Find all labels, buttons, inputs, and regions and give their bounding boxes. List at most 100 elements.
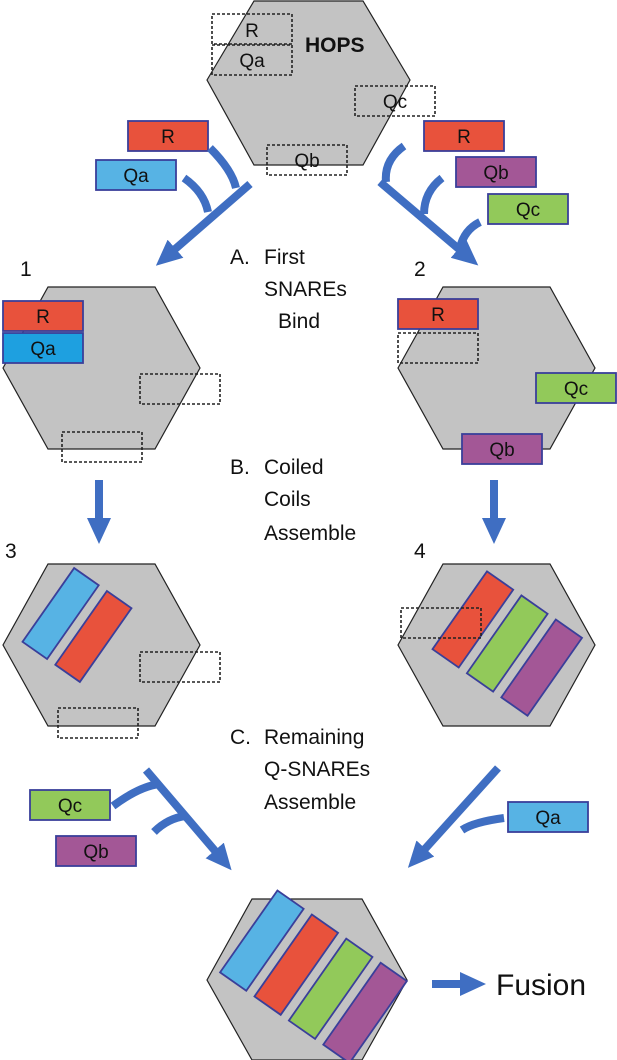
intermediate-3: 3	[2, 540, 221, 739]
stage-line: Coiled	[264, 456, 324, 479]
stage-line: First	[264, 246, 305, 269]
snare-qb-label: Qb	[83, 842, 108, 863]
empty-slot-qa	[397, 332, 479, 364]
coil-qc	[287, 937, 374, 1041]
fork-branch	[420, 174, 445, 215]
fork-branch	[181, 174, 212, 213]
intermediate-number: 2	[414, 258, 426, 281]
fusion-label: Fusion	[496, 969, 586, 1002]
hops-complex: HOPS R Qa Qc Qb	[206, 0, 436, 176]
hops-slot-qc-label: Qc	[383, 92, 407, 113]
hops-slot-qb	[266, 144, 348, 176]
fork-branch	[110, 780, 161, 810]
stage-c-label: C. Remaining Q-SNAREs Assemble	[230, 726, 370, 814]
empty-slot-qc	[139, 373, 221, 405]
snare-qa	[507, 801, 589, 833]
stage-letter: A.	[230, 246, 250, 269]
stage-a-label: A. First SNAREs Bind	[230, 246, 347, 333]
hops-slot-qc	[354, 85, 436, 117]
hops-slot-r-label: R	[245, 21, 259, 42]
snare-qb-label: Qb	[489, 440, 514, 461]
snare-qc-label: Qc	[58, 796, 82, 817]
empty-slot-qb	[57, 707, 139, 739]
arrow-shaft	[377, 178, 479, 266]
snare-qa-label: Qa	[535, 808, 561, 829]
fork-branch	[151, 812, 187, 835]
coil-r	[54, 589, 133, 684]
coiled-coil	[21, 566, 133, 684]
stage-b-label: B. Coiled Coils Assemble	[230, 456, 356, 545]
snare-qc-label: Qc	[516, 200, 540, 221]
arrow-shaft	[142, 767, 232, 871]
snare-qc	[487, 193, 569, 225]
intermediate-4: 4	[397, 540, 596, 727]
hops-slot-qa-label: Qa	[239, 51, 265, 72]
snare-qc	[535, 372, 617, 404]
snare-r-label: R	[457, 127, 471, 148]
snare-qa	[2, 332, 84, 364]
intermediate-number: 1	[20, 258, 32, 281]
snare-qc	[29, 789, 111, 821]
snare-r	[2, 300, 84, 332]
snare-qb	[455, 156, 537, 188]
stage-line: Assemble	[264, 791, 356, 814]
empty-slot-qa	[400, 607, 482, 639]
snare-qa-label: Qa	[123, 166, 149, 187]
binding-arrow-left	[155, 145, 253, 266]
snare-r	[127, 120, 209, 152]
stage-line: Q-SNAREs	[264, 758, 370, 781]
snare-qa-label: Qa	[30, 339, 56, 360]
coil-qb	[500, 618, 584, 717]
hops-hexagon	[206, 0, 411, 166]
coil-r	[431, 570, 515, 669]
intermediate-1: 1 R Qa	[2, 258, 221, 463]
assembly-arrow-left	[110, 767, 232, 871]
intermediate-2: 2 R Qc Qb	[397, 258, 617, 465]
stage-line: SNAREs	[264, 278, 347, 301]
incoming-snares-bottom-right: Qa	[507, 801, 589, 833]
snare-r-label: R	[36, 307, 50, 328]
hops-slot-qb-label: Qb	[294, 151, 319, 172]
incoming-snares-left: R Qa	[95, 120, 209, 191]
incoming-snares-right: R Qb Qc	[423, 120, 569, 225]
snare-qc-label: Qc	[564, 379, 588, 400]
arrow-shaft	[407, 765, 501, 868]
fork-branch	[459, 814, 505, 834]
empty-slot-qc	[139, 651, 221, 683]
stage-line: Coils	[264, 488, 311, 511]
snare-qb	[55, 835, 137, 867]
intermediate-number: 3	[5, 540, 17, 563]
snare-r-label: R	[161, 127, 175, 148]
snare-r	[397, 298, 479, 330]
coiled-coil	[431, 570, 584, 717]
intermediate-number: 4	[414, 540, 426, 563]
incoming-snares-bottom-left: Qc Qb	[29, 789, 137, 867]
stage-line: Bind	[278, 310, 320, 333]
snare-qb	[461, 433, 543, 465]
snare-r	[423, 120, 505, 152]
fork-branch	[207, 145, 240, 190]
coil-qa	[21, 566, 100, 661]
assembly-arrow-right	[407, 765, 505, 868]
stage-line: Remaining	[264, 726, 364, 749]
hops-slot-qa	[211, 44, 293, 76]
hops-slot-r	[211, 13, 293, 45]
stage-letter: B.	[230, 456, 250, 479]
final-complex	[206, 889, 409, 1060]
coil-r	[253, 913, 340, 1017]
coil-qb	[322, 961, 409, 1060]
stage-line: Assemble	[264, 522, 356, 545]
coil-qa	[218, 889, 305, 992]
coil-qc	[465, 594, 549, 693]
snare-r-label: R	[431, 305, 445, 326]
hops-title: HOPS	[305, 34, 365, 57]
snare-qb-label: Qb	[483, 163, 508, 184]
binding-arrow-right	[377, 142, 482, 266]
arrow-shaft	[155, 180, 253, 266]
stage-letter: C.	[230, 726, 251, 749]
fork-branch	[381, 142, 407, 183]
snare-qa	[95, 159, 177, 191]
fork-branch	[456, 218, 482, 250]
trans-snare-complex	[218, 889, 409, 1060]
